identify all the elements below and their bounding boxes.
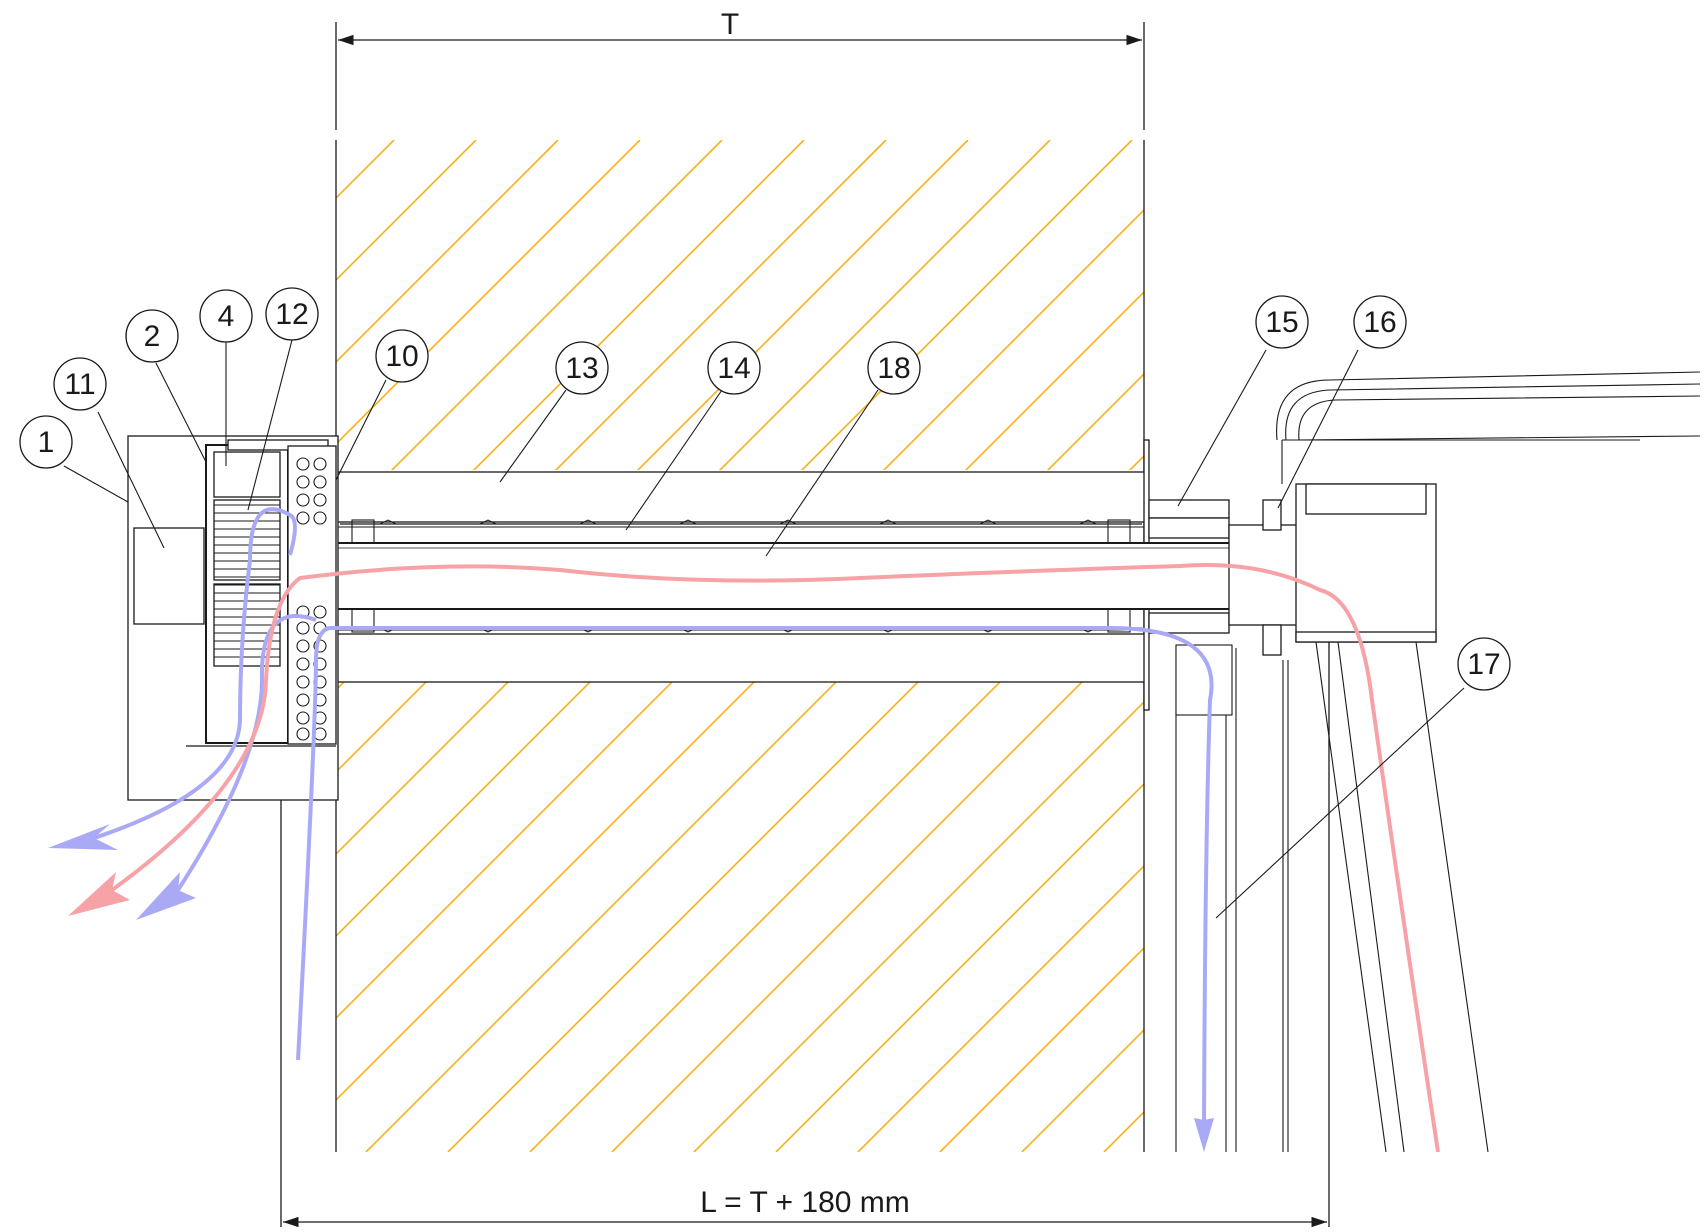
callout-1: 1 bbox=[19, 415, 73, 469]
callout-label: 13 bbox=[565, 352, 598, 385]
callout-label: 10 bbox=[385, 340, 418, 373]
callout-17: 17 bbox=[1457, 637, 1511, 691]
callout-2: 2 bbox=[125, 309, 179, 363]
callout-16: 16 bbox=[1353, 295, 1407, 349]
callout-label: 11 bbox=[64, 368, 95, 401]
leader-lines bbox=[63, 339, 1465, 919]
callout-18: 18 bbox=[867, 341, 921, 395]
callout-12: 12 bbox=[265, 287, 319, 341]
callout-14: 14 bbox=[707, 341, 761, 395]
callout-4: 4 bbox=[199, 289, 253, 343]
callout-10: 10 bbox=[375, 329, 429, 383]
dimension-top-label: T bbox=[721, 8, 739, 41]
dimension-top bbox=[335, 22, 1145, 130]
callout-label: 1 bbox=[38, 426, 55, 459]
callout-13: 13 bbox=[555, 341, 609, 395]
callout-label: 14 bbox=[717, 352, 750, 385]
heat-exchanger-tube bbox=[280, 542, 1330, 610]
exterior-hood-assembly bbox=[1148, 483, 1437, 656]
dimension-bottom-label: L = T + 180 mm bbox=[700, 1186, 910, 1219]
callout-11: 11 bbox=[53, 357, 107, 411]
callout-label: 2 bbox=[144, 320, 161, 353]
cool-airflow bbox=[48, 507, 1214, 1152]
callout-label: 18 bbox=[877, 352, 910, 385]
callout-15: 15 bbox=[1255, 295, 1309, 349]
callout-label: 16 bbox=[1363, 306, 1396, 339]
callout-label: 15 bbox=[1265, 306, 1298, 339]
callout-label: 12 bbox=[275, 298, 308, 331]
callout-label: 4 bbox=[218, 300, 235, 333]
insulation-circles bbox=[296, 457, 327, 741]
callout-label: 17 bbox=[1467, 648, 1500, 681]
exterior-cover-lines bbox=[1175, 371, 1701, 1153]
warm-airflow bbox=[68, 563, 1440, 1153]
wall-sleeve bbox=[335, 439, 1150, 711]
